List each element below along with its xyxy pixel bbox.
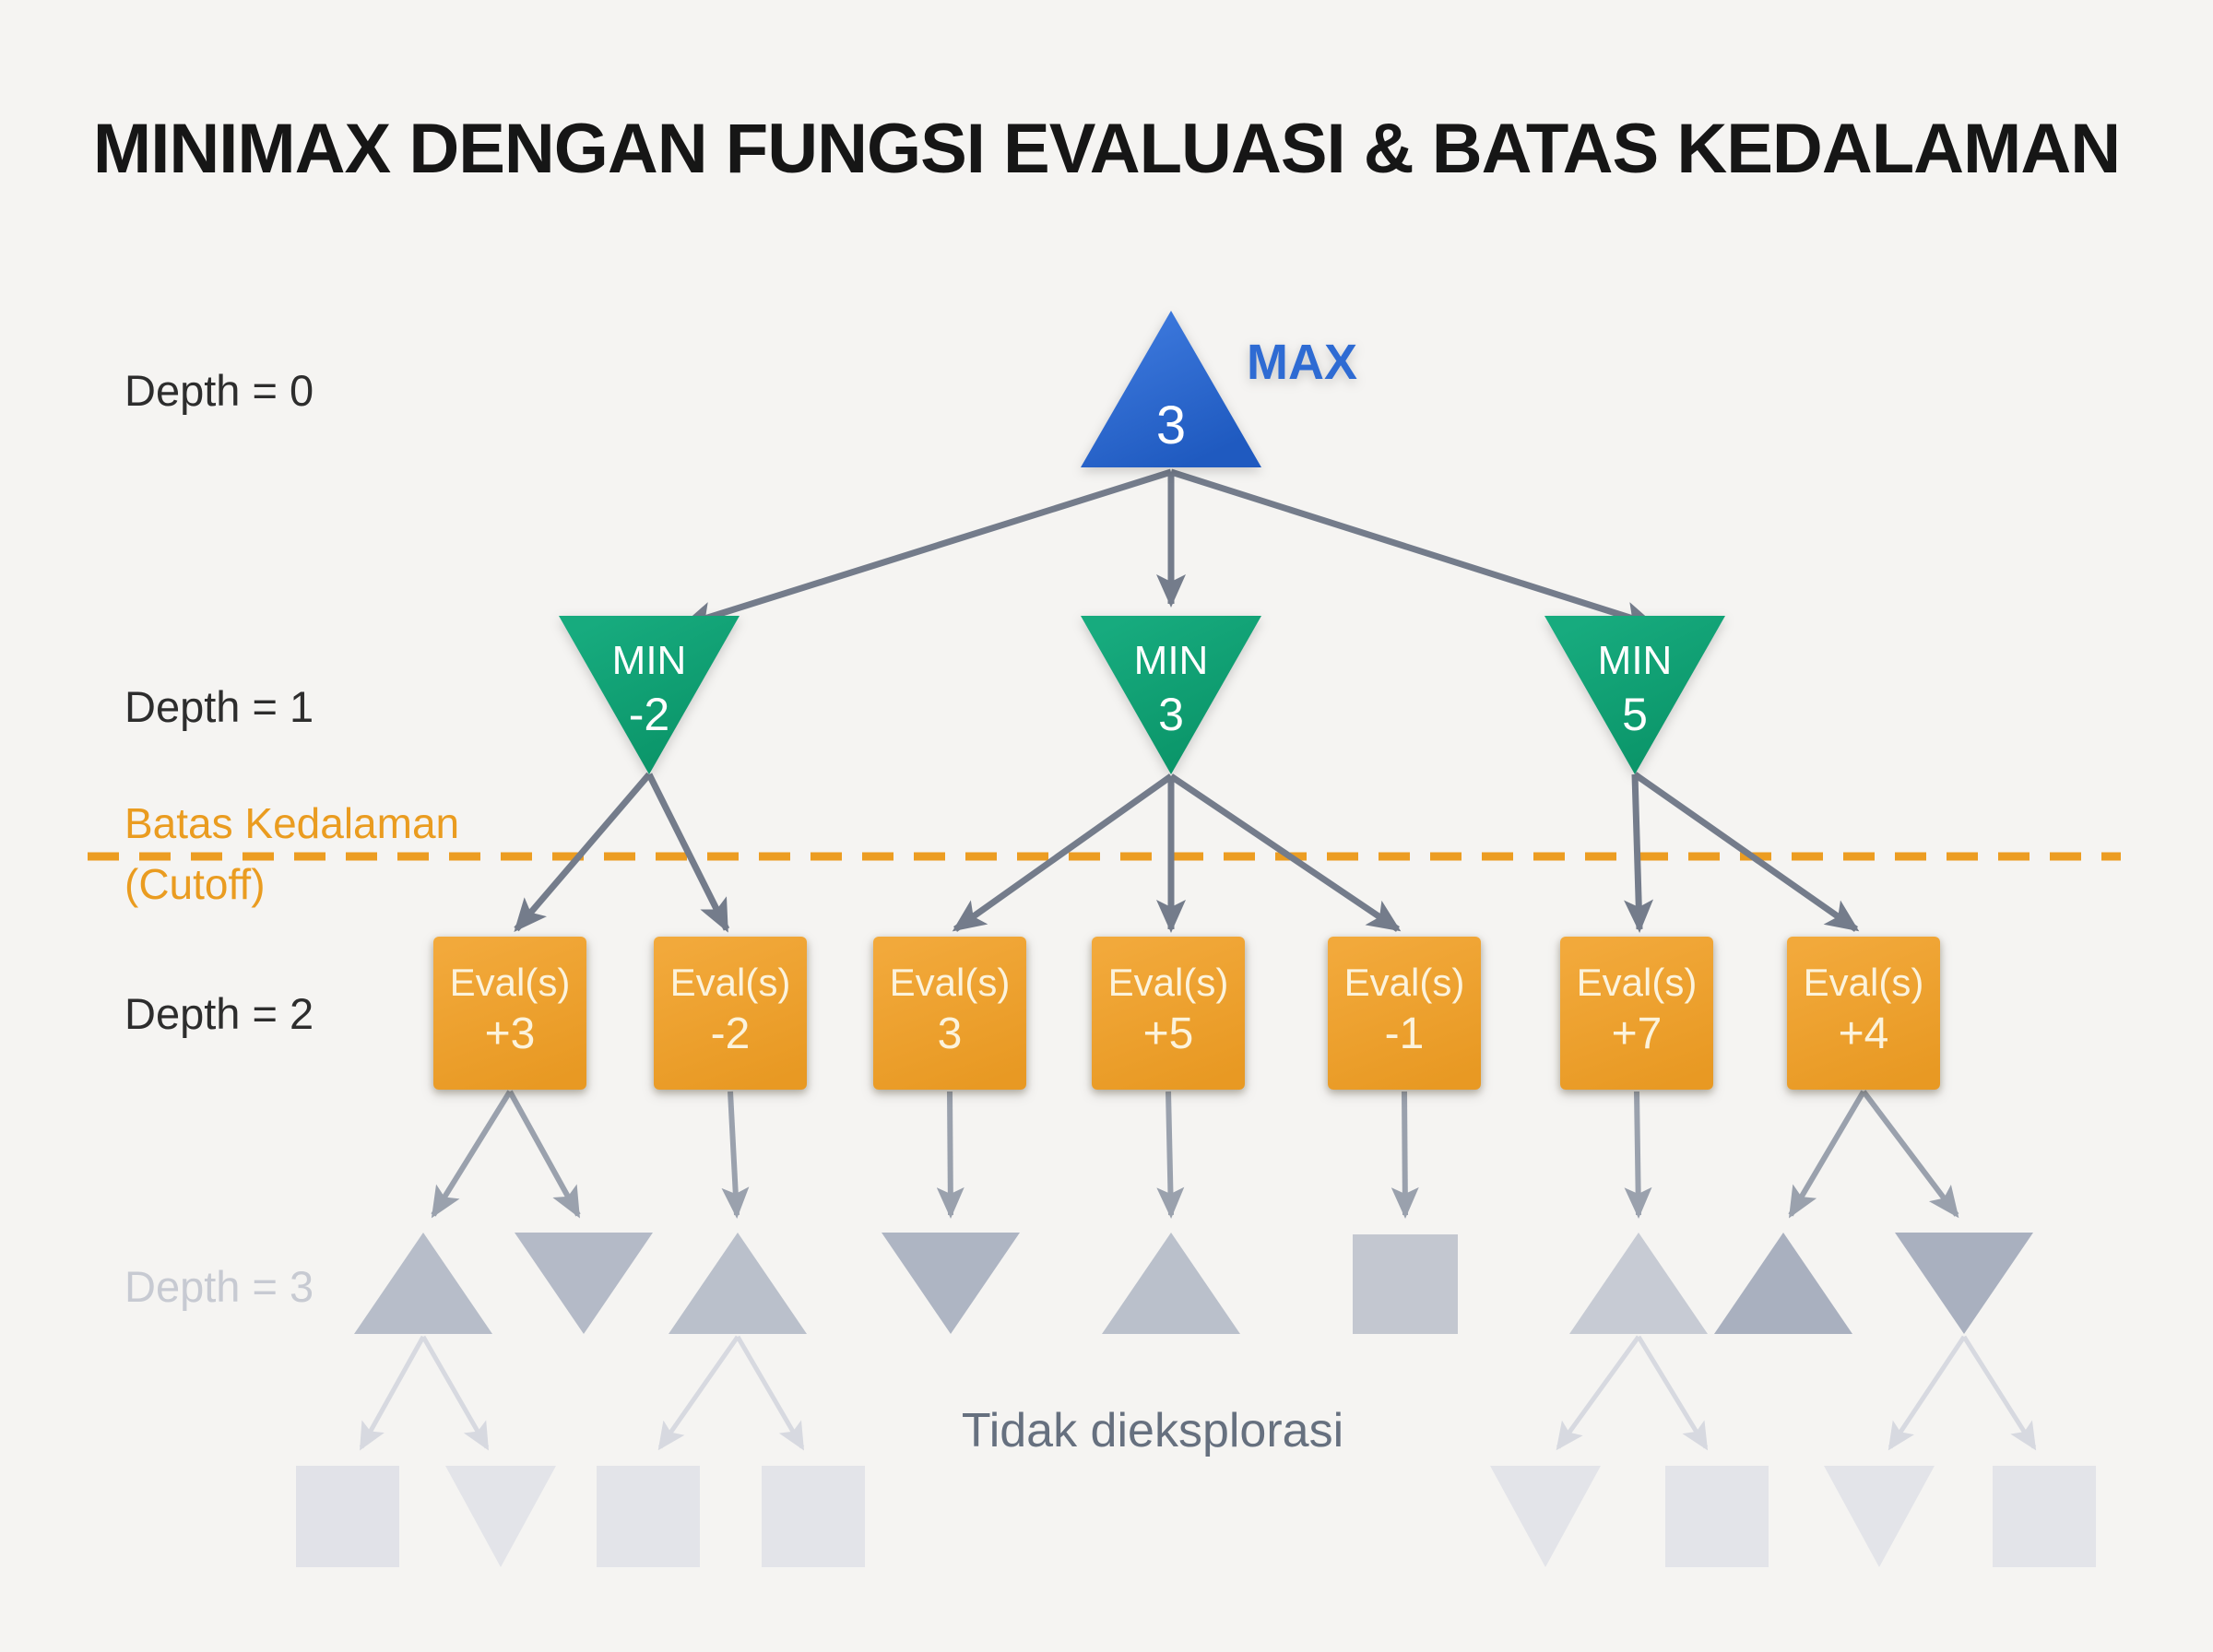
ghost-depth3-shapes <box>354 1233 2033 1334</box>
edge-eval1-r <box>507 1090 581 1219</box>
eval-node-value: -1 <box>1384 1009 1425 1058</box>
eval-node-label: Eval(s) <box>1803 961 1924 1004</box>
eval-node-value: +4 <box>1838 1009 1889 1058</box>
eval-node: Eval(s) +7 <box>1560 937 1713 1090</box>
ghost-square <box>1993 1466 2096 1567</box>
eval-node-label: Eval(s) <box>1576 961 1698 1004</box>
ghost-up-triangle <box>1569 1233 1708 1334</box>
eval-node: Eval(s) -1 <box>1328 937 1481 1090</box>
ghost-square <box>597 1466 700 1567</box>
edge-min1-eval2 <box>645 773 730 933</box>
eval-node-value: +7 <box>1611 1009 1663 1058</box>
depth-1-label: Depth = 1 <box>124 682 314 731</box>
min-node-value: 5 <box>1622 689 1648 740</box>
ghost-up-triangle <box>1102 1233 1240 1334</box>
ghost-down-triangle <box>515 1233 653 1334</box>
eval-node: Eval(s) +5 <box>1092 937 1245 1090</box>
eval-node: Eval(s) +4 <box>1787 937 1940 1090</box>
edge-max-min3 <box>1169 468 1657 631</box>
edge-eval5-down <box>1391 1091 1419 1219</box>
min-node-label: MIN <box>1133 638 1209 683</box>
edge-g1-r <box>420 1335 490 1451</box>
ghost-depth4-shapes <box>296 1466 2096 1567</box>
edge-min2-eval5 <box>1169 773 1402 932</box>
edge-eval3-down <box>936 1091 964 1219</box>
edge-g3-l <box>657 1335 740 1451</box>
eval-node-value: +5 <box>1142 1009 1194 1058</box>
eval-to-ghost-arrows <box>431 1090 1959 1219</box>
max-node-label: MAX <box>1247 335 1357 390</box>
min-node-value: 3 <box>1158 689 1184 740</box>
edge-min1-eval1 <box>514 772 652 933</box>
ghost-up-triangle <box>1714 1233 1852 1334</box>
edge-eval7-r <box>1861 1090 1959 1219</box>
eval-node-label: Eval(s) <box>669 961 791 1004</box>
ghost-down-triangle <box>1490 1466 1601 1567</box>
ghost-square <box>1353 1234 1458 1334</box>
edge-max-min1 <box>680 468 1173 631</box>
ghost-down-triangle <box>445 1466 556 1567</box>
edge-g7-r <box>1636 1335 1709 1451</box>
eval-node-label: Eval(s) <box>449 961 571 1004</box>
ghost-to-ghost-arrows <box>359 1335 2037 1451</box>
eval-node-label: Eval(s) <box>1343 961 1465 1004</box>
max-to-min-arrows <box>680 468 1657 631</box>
ghost-square <box>296 1466 399 1567</box>
edge-g7-l <box>1556 1335 1641 1451</box>
eval-node-value: +3 <box>484 1009 536 1058</box>
ghost-square <box>762 1466 865 1567</box>
ghost-up-triangle <box>354 1233 492 1334</box>
edge-min3-eval6 <box>1624 773 1654 933</box>
unexplored-note: Tidak dieksplorasi <box>961 1404 1344 1457</box>
cutoff-label-line2: (Cutoff) <box>124 860 266 908</box>
depth-0-label: Depth = 0 <box>124 366 314 415</box>
edge-eval7-l <box>1788 1090 1866 1219</box>
diagram-title: MINIMAX DENGAN FUNGSI EVALUASI & BATAS K… <box>92 110 2121 188</box>
ghost-up-triangle <box>669 1233 807 1334</box>
eval-node: Eval(s) +3 <box>433 937 586 1090</box>
edge-min3-eval7 <box>1632 772 1860 932</box>
eval-node-value: -2 <box>710 1009 751 1058</box>
edge-eval4-down <box>1156 1091 1185 1219</box>
edge-eval1-l <box>431 1090 513 1219</box>
max-node-value: 3 <box>1155 395 1187 455</box>
eval-node-label: Eval(s) <box>1107 961 1229 1004</box>
min-node-value: -2 <box>628 689 670 740</box>
cutoff-label-line1: Batas Kedalaman <box>124 799 460 847</box>
edge-g9-l <box>1888 1335 1967 1451</box>
min-node-label: MIN <box>611 638 687 683</box>
min-to-eval-arrows <box>514 772 1860 933</box>
depth-3-label: Depth = 3 <box>124 1262 314 1311</box>
ghost-down-triangle <box>1824 1466 1935 1567</box>
edge-eval2-down <box>721 1091 750 1219</box>
eval-node: Eval(s) 3 <box>873 937 1026 1090</box>
eval-node-value: 3 <box>937 1009 963 1058</box>
edge-min2-eval3 <box>952 773 1174 932</box>
eval-node: Eval(s) -2 <box>654 937 807 1090</box>
edge-g1-l <box>359 1335 426 1451</box>
ghost-square <box>1665 1466 1769 1567</box>
ghost-down-triangle <box>882 1233 1020 1334</box>
edge-g3-r <box>735 1335 805 1451</box>
depth-2-label: Depth = 2 <box>124 989 314 1038</box>
min-node-label: MIN <box>1597 638 1673 683</box>
edge-eval6-down <box>1624 1091 1652 1219</box>
edge-g9-r <box>1961 1335 2037 1451</box>
eval-node-label: Eval(s) <box>889 961 1011 1004</box>
ghost-down-triangle <box>1895 1233 2033 1334</box>
